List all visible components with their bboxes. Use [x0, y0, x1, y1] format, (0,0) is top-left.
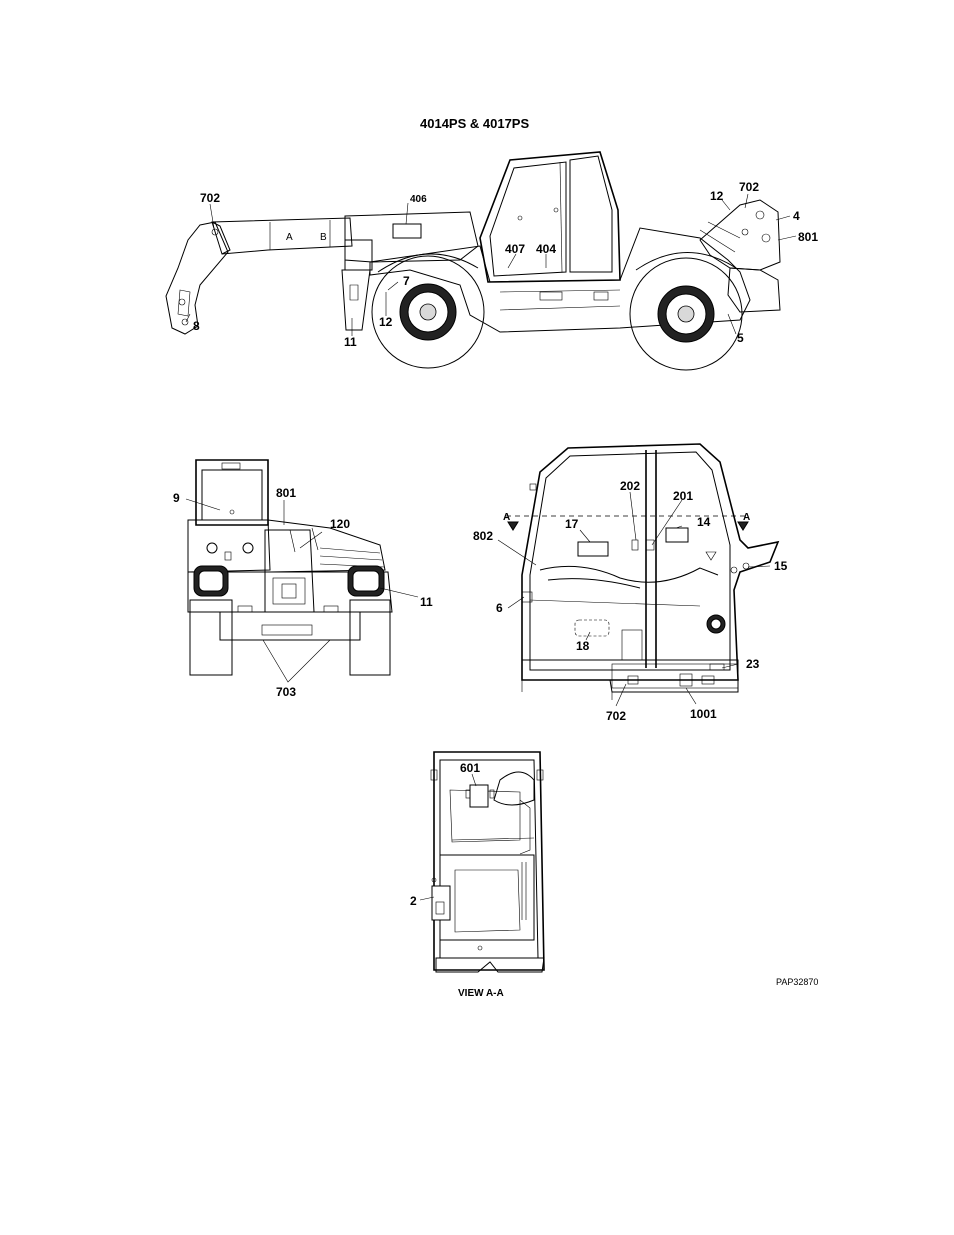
callout-12-side-right: 12	[710, 189, 724, 203]
rear-view	[186, 460, 418, 682]
callout-15: 15	[774, 559, 788, 573]
view-a-a-label: VIEW A-A	[458, 988, 504, 999]
callout-A-left: A	[503, 512, 510, 523]
callout-14: 14	[697, 515, 711, 529]
diagram-title: 4014PS & 4017PS	[420, 116, 529, 131]
callout-5: 5	[737, 331, 744, 345]
callout-406: 406	[410, 194, 427, 205]
callout-11-rear: 11	[420, 595, 433, 609]
callout-18: 18	[576, 639, 590, 653]
callout-407: 407	[505, 242, 525, 256]
callout-702-side-right: 702	[739, 180, 759, 194]
decal-17-box	[578, 542, 608, 556]
callout-404: 404	[536, 242, 556, 256]
callout-2: 2	[410, 894, 417, 908]
decal-14-box	[666, 528, 688, 542]
callout-23: 23	[746, 657, 760, 671]
callout-801-rear: 801	[276, 486, 296, 500]
callout-202: 202	[620, 479, 640, 493]
callout-1001: 1001	[690, 707, 717, 721]
callout-702-side-left: 702	[200, 191, 220, 205]
callout-7: 7	[403, 274, 410, 288]
callout-702-cab: 702	[606, 709, 626, 723]
section-arrow-left	[508, 522, 518, 530]
label-B-boom: B	[320, 232, 327, 243]
callout-4: 4	[793, 209, 800, 223]
callout-17: 17	[565, 517, 579, 531]
callout-703: 703	[276, 685, 296, 699]
callout-802: 802	[473, 529, 493, 543]
callout-A-right: A	[743, 512, 750, 523]
callout-801-side: 801	[798, 230, 818, 244]
callout-6: 6	[496, 601, 503, 615]
callout-120: 120	[330, 517, 350, 531]
side-view	[166, 152, 796, 370]
callout-9: 9	[173, 491, 180, 505]
decal-406-box	[393, 224, 421, 238]
label-A-boom: A	[286, 232, 293, 243]
section-arrow-right	[738, 522, 748, 530]
callout-12-side-left: 12	[379, 315, 393, 329]
callout-11-side: 11	[344, 335, 357, 349]
figure-code: PAP32870	[776, 977, 818, 987]
callout-601: 601	[460, 761, 480, 775]
callout-201: 201	[673, 489, 693, 503]
decal-2-box	[432, 886, 450, 920]
section-view-a-a	[420, 752, 544, 972]
callout-8: 8	[193, 319, 200, 333]
